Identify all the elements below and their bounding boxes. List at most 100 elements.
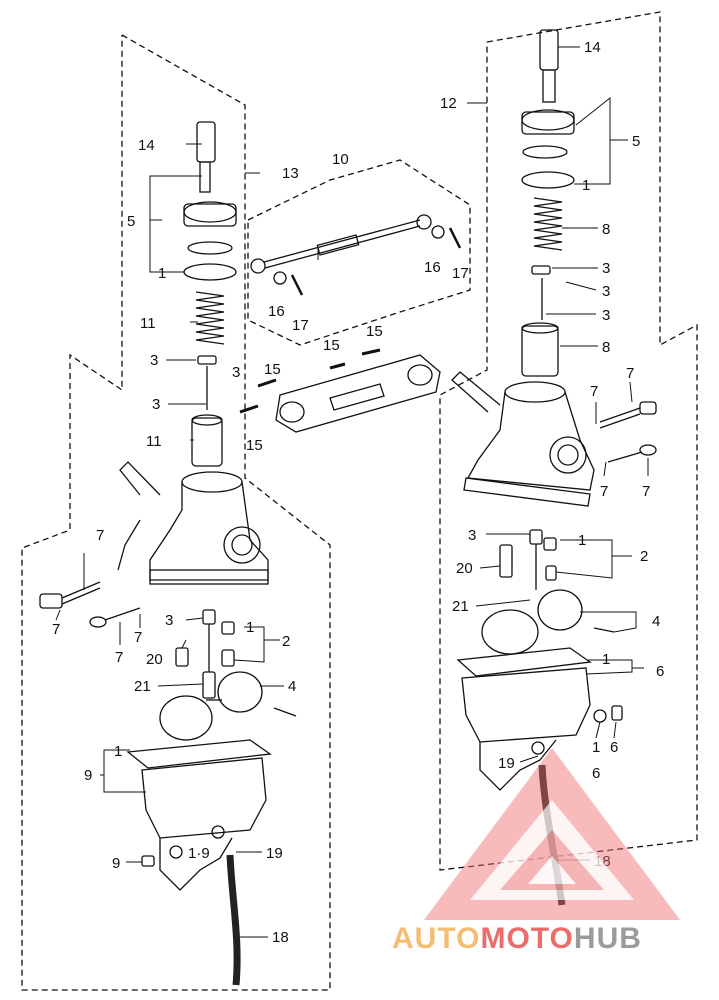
watermark-moto: MOTO [480,922,573,955]
callout-2-right: 2 [640,548,648,565]
left-throttle-slide [191,417,223,467]
callout-1-right-c: 1 [602,651,610,668]
callout-16-a: 16 [268,303,285,320]
callout-17-a: 17 [292,317,309,334]
left-top-cap [183,201,237,223]
callout-1-left-c: 1 [114,743,122,760]
callout-15-c: 15 [264,361,281,378]
left-float [159,671,263,741]
callout-7-right-d: 7 [642,483,650,500]
callout-7-left-a: 7 [96,527,104,544]
callout-1-right-b: 1 [578,532,586,549]
callout-4-right: 4 [652,613,660,630]
callout-7-left-d: 7 [115,649,123,666]
right-carburetor-body [451,371,595,507]
right-pilot-screw [599,401,657,429]
left-cable-adjuster [196,121,216,163]
right-float-bowl-gasket [456,647,592,677]
callout-5-right: 5 [632,133,640,150]
carburetor-insulator [275,354,441,433]
callout-3-left-c: 3 [152,396,160,413]
left-float-bowl-gasket [126,739,272,769]
left-needle-jet [175,647,189,667]
callout-7-right-c: 7 [600,483,608,500]
callout-16-b: 16 [424,259,441,276]
right-needle-jet [499,544,513,578]
leader-lines [55,46,649,938]
watermark-hub: HUB [574,922,642,955]
linkage-group [239,159,471,433]
callout-11-left-bottom: 11 [146,433,162,450]
callout-10: 10 [332,151,349,168]
left-group-boundary [21,34,331,991]
callout-18-left: 18 [272,929,289,946]
callout-14-right: 14 [584,39,601,56]
throttle-link-rod [250,214,432,274]
callout-1-left: 1 [158,265,166,282]
callout-2-left: 2 [282,633,290,650]
right-throttle-slide [521,325,559,377]
callout-1-left-b: 1 [246,619,254,636]
left-carburetor-assembly [21,34,331,991]
left-float-valve [221,621,235,635]
callout-3-right-a: 3 [602,260,610,277]
callout-3-left-b: 3 [232,364,240,381]
linkage-group-boundary [247,159,471,346]
left-drain-tube [226,854,241,986]
callout-21-right: 21 [452,598,469,615]
callout-19-right: 19 [498,755,515,772]
left-throttle-spring [195,291,225,345]
callout-9-left-b: 9 [112,855,120,872]
callout-7-left-c: 7 [134,629,142,646]
right-float [481,589,583,655]
callout-4-left: 4 [288,678,296,695]
callout-3-left-d: 3 [165,612,173,629]
callout-1-9: 1·9 [188,845,210,862]
callout-7-left-b: 7 [52,621,60,638]
callout-7-right-b: 7 [626,365,634,382]
callout-3-left-a: 3 [150,352,158,369]
callout-3-right-c: 3 [602,307,610,324]
right-idle-screw [607,444,657,463]
callout-8-right-bottom: 8 [602,339,610,356]
callout-1-right-d: 1 [592,739,600,756]
callout-3-right-b: 3 [602,283,610,300]
callout-21-left: 21 [134,678,151,695]
left-float-bowl [141,757,267,891]
callout-13: 13 [282,165,299,182]
callout-labels: 14 5 1 11 3 3 3 11 13 10 16 17 16 17 15 … [52,39,664,946]
right-main-jet [529,529,543,545]
right-top-cap [521,109,575,131]
callout-7-right-a: 7 [590,383,598,400]
callout-15-a: 15 [323,337,340,354]
callout-17-b: 17 [452,265,469,282]
callout-6-right-b: 6 [610,739,618,756]
watermark-text: AUTOMOTOHUB [392,922,642,955]
callout-15-d: 15 [246,437,263,454]
left-main-jet [202,609,216,625]
callout-3-right-d: 3 [468,527,476,544]
watermark-auto: AUTO [392,922,480,955]
right-group-boundary [439,11,698,871]
callout-19-left: 19 [266,845,283,862]
callout-8-right-top: 8 [602,221,610,238]
right-cable-adjuster [539,29,559,71]
left-carburetor-body [117,461,269,585]
callout-20-left: 20 [146,651,163,668]
callout-9-left-a: 9 [84,767,92,784]
automotohub-watermark: AUTOMOTOHUB [392,748,680,955]
callout-6-right-c: 6 [592,765,600,782]
callout-11-left-top: 11 [140,315,156,332]
warning-triangle-logo-icon [424,748,680,920]
callout-12: 12 [440,95,457,112]
right-float-bowl [461,667,591,791]
left-pilot-screw [39,581,101,609]
callout-5-left: 5 [127,213,135,230]
callout-15-b: 15 [366,323,383,340]
callout-1-right: 1 [582,177,590,194]
left-idle-screw [89,607,141,628]
right-float-valve [543,537,557,551]
callout-20-right: 20 [456,560,473,577]
callout-6-right-a: 6 [656,663,664,680]
